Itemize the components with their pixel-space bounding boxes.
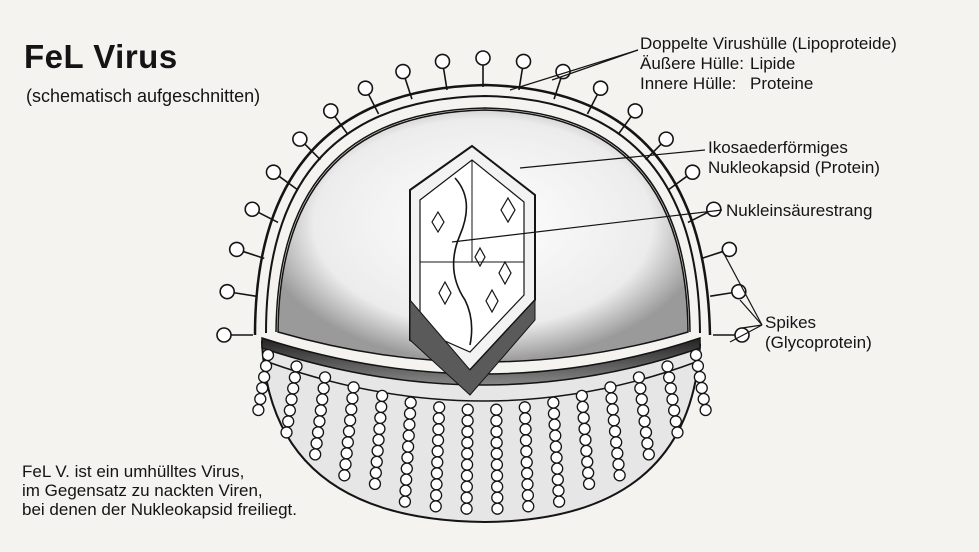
page-title: FeL Virus [24, 38, 178, 76]
nucleic-acid-label: Nukleinsäurestrang [726, 201, 872, 221]
capsid-label-line2: Nukleokapsid (Protein) [708, 158, 880, 178]
envelope-outer-label: Äußere Hülle: [640, 54, 750, 74]
spike [554, 65, 570, 100]
capsid-label-line1: Ikosaederförmiges [708, 138, 880, 158]
envelope-label: Doppelte Virushülle (Lipoproteide) Äußer… [640, 34, 897, 94]
envelope-outer-row: Äußere Hülle:Lipide [640, 54, 897, 74]
spike [669, 165, 699, 189]
footnote: FeL V. ist ein umhülltes Virus, im Gegen… [22, 462, 297, 519]
spike [217, 328, 253, 342]
envelope-inner-value: Proteine [750, 74, 813, 93]
capsid-label: Ikosaederförmiges Nukleokapsid (Protein) [708, 138, 880, 178]
envelope-outer-value: Lipide [750, 54, 795, 73]
envelope-inner-row: Innere Hülle:Proteine [640, 74, 897, 94]
footnote-line: im Gegensatz zu nackten Viren, [22, 481, 297, 500]
spike [710, 285, 746, 299]
spikes-label: Spikes (Glycoprotein) [765, 313, 872, 353]
spike [220, 285, 256, 299]
page-subtitle: (schematisch aufgeschnitten) [26, 86, 260, 107]
spikes-label-line2: (Glycoprotein) [765, 333, 872, 353]
spike [476, 51, 490, 87]
spike [396, 65, 412, 100]
spikes-label-line1: Spikes [765, 313, 872, 333]
envelope-label-line1: Doppelte Virushülle (Lipoproteide) [640, 34, 897, 54]
envelope-inner-label: Innere Hülle: [640, 74, 750, 94]
spike [230, 242, 265, 258]
spike [245, 202, 278, 222]
spike [435, 54, 449, 90]
footnote-line: bei denen der Nukleokapsid freiliegt. [22, 500, 297, 519]
footnote-line: FeL V. ist ein umhülltes Virus, [22, 462, 297, 481]
spike [702, 242, 737, 258]
